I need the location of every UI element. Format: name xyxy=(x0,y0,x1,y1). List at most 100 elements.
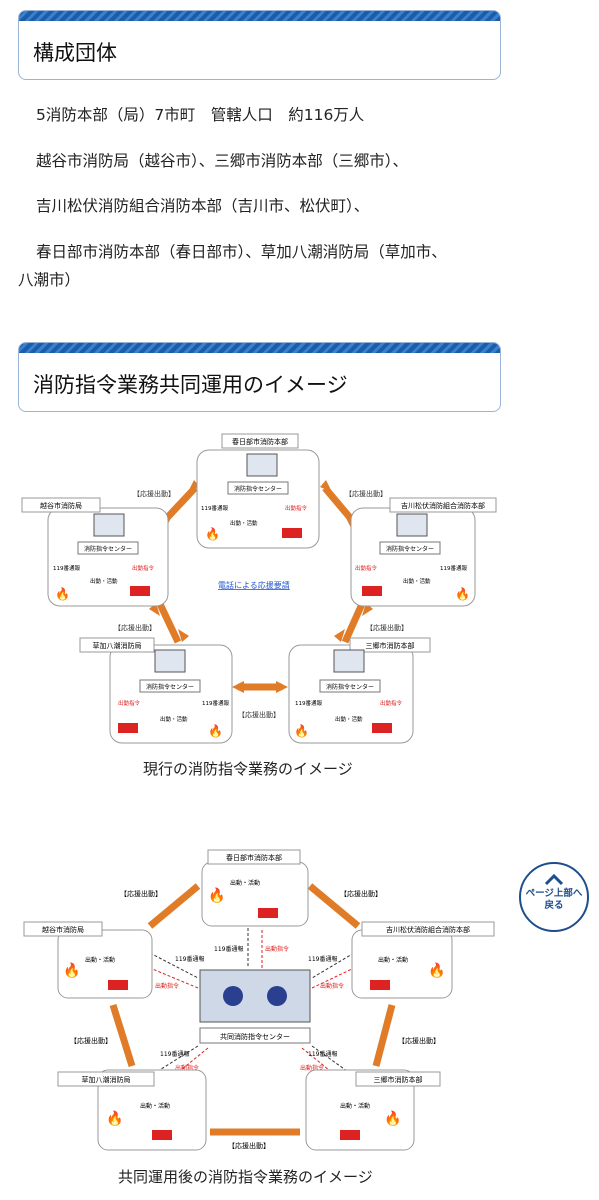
support-connectors xyxy=(156,485,366,691)
dispatch-label: 出動指令 xyxy=(155,982,179,990)
fire-truck-icon xyxy=(152,1130,172,1140)
dispatch-label: 出動指令 xyxy=(285,504,308,512)
fire-truck-icon xyxy=(340,1130,360,1140)
node-yoshikawa: 吉川松伏消防組合消防本部 消防指令センター 出動指令 119番通報 出動・活動 … xyxy=(350,497,497,607)
call-label: 119番通報 xyxy=(440,564,467,572)
fire-icon: 🔥 xyxy=(106,1110,123,1127)
connector-kasukabe-koshigaya xyxy=(147,883,201,929)
dispatch-label: 出動指令 xyxy=(355,564,378,572)
fire-truck-icon xyxy=(282,528,302,538)
center-label: 消防指令センター xyxy=(386,545,434,553)
fire-icon: 🔥 xyxy=(55,587,70,601)
diagram-current-operation: 【応援出動】 【応援出動】 【応援出動】 【応援出動】 【応援出動】 電話による… xyxy=(21,433,497,744)
fire-icon: 🔥 xyxy=(208,887,225,904)
members-line-3b: 八潮市） xyxy=(18,271,81,289)
section-title: 消防指令業務共同運用のイメージ xyxy=(33,373,348,397)
center-label: 消防指令センター xyxy=(326,683,374,691)
activity-label: 出動・活動 xyxy=(230,519,258,527)
call-label: 119番通報 xyxy=(53,564,80,572)
page-top-label-2: 戻る xyxy=(544,900,564,911)
node-koshigaya: 越谷市消防局 消防指令センター 119番通報 出動指令 出動・活動 🔥 xyxy=(21,497,169,607)
node-title: 越谷市消防局 xyxy=(40,501,82,510)
fire-icon: 🔥 xyxy=(205,527,220,541)
center-label: 消防指令センター xyxy=(234,485,282,493)
diagram-joint-caption: 共同運用後の消防指令業務のイメージ xyxy=(118,1168,373,1186)
connector-kasukabe-yoshikawa xyxy=(322,485,355,523)
support-label: 【応援出動】 xyxy=(345,489,387,498)
header-stripe xyxy=(19,11,500,21)
node-title: 春日部市消防本部 xyxy=(226,853,282,862)
diagram-current-caption: 現行の消防指令業務のイメージ xyxy=(143,760,353,778)
dispatch-label: 出動指令 xyxy=(175,1064,199,1072)
section-header-members: 構成団体 xyxy=(18,10,501,80)
node-kasukabe: 春日部市消防本部 消防指令センター 119番通報 出動指令 出動・活動 🔥 xyxy=(196,433,320,549)
diagram-joint-operation: 【応援出動】 【応援出動】 【応援出動】 【応援出動】 【応援出動】 119 共… xyxy=(23,849,495,1151)
activity-label: 出動・活動 xyxy=(335,715,363,723)
support-label: 【応援出動】 xyxy=(238,710,280,719)
call-label: 119番通報 xyxy=(160,1050,189,1058)
dispatch-label: 出動指令 xyxy=(118,699,141,707)
call-label: 119番通報 xyxy=(175,955,204,963)
connector-kasukabe-yoshikawa xyxy=(307,883,361,929)
page-top-label-1: ページ上部へ xyxy=(525,888,583,899)
members-line-2: 吉川松伏消防組合消防本部（吉川市、松伏町）、 xyxy=(36,197,370,215)
support-label: 【応援出動】 xyxy=(70,1036,112,1045)
node-yoshikawa: 吉川松伏消防組合消防本部 出動・活動 🔥 xyxy=(351,921,495,999)
connector-yoshikawa-misato xyxy=(372,1004,396,1067)
control-room-icon xyxy=(154,649,186,673)
call-label: 119番通報 xyxy=(295,699,322,707)
support-label: 【応援出動】 xyxy=(114,623,156,632)
connector-kasukabe-koshigaya xyxy=(162,485,198,523)
page-top-button[interactable]: ページ上部へ 戻る xyxy=(519,862,589,932)
node-title: 春日部市消防本部 xyxy=(232,437,288,446)
support-label: 【応援出動】 xyxy=(366,623,408,632)
activity-label: 出動・活動 xyxy=(90,577,118,585)
activity-label: 出動・活動 xyxy=(160,715,188,723)
node-title: 草加八潮消防局 xyxy=(82,1075,131,1084)
chevron-up-icon xyxy=(544,874,564,886)
support-label: 【応援出動】 xyxy=(228,1141,270,1150)
operator-icon xyxy=(223,986,243,1006)
center-label: 消防指令センター xyxy=(84,545,132,553)
node-misato: 三郷市消防本部 出動・活動 🔥 xyxy=(305,1069,441,1151)
node-title: 越谷市消防局 xyxy=(42,925,84,934)
node-soka: 草加八潮消防局 出動・活動 🔥 xyxy=(57,1069,207,1151)
node-misato: 三郷市消防本部 消防指令センター 119番通報 出動指令 出動・活動 🔥 xyxy=(288,637,431,744)
fire-icon: 🔥 xyxy=(63,962,80,979)
call-label: 119番通報 xyxy=(201,504,228,512)
section-title: 構成団体 xyxy=(33,41,117,65)
support-label: 【応援出動】 xyxy=(340,889,382,898)
fire-truck-icon xyxy=(130,586,150,596)
node-title: 吉川松伏消防組合消防本部 xyxy=(386,925,470,934)
connector-koshigaya-soka xyxy=(156,602,182,644)
node-soka: 草加八潮消防局 消防指令センター 出動指令 119番通報 出動・活動 🔥 xyxy=(79,637,233,744)
connector-koshigaya-soka xyxy=(109,1003,136,1068)
dispatch-label: 出動指令 xyxy=(132,564,155,572)
node-title: 吉川松伏消防組合消防本部 xyxy=(401,501,485,510)
fire-icon: 🔥 xyxy=(428,962,445,979)
fire-icon: 🔥 xyxy=(384,1110,401,1127)
support-label: 【応援出動】 xyxy=(120,889,162,898)
activity-label: 出動・活動 xyxy=(85,956,115,964)
fire-truck-icon xyxy=(370,980,390,990)
support-label: 【応援出動】 xyxy=(133,489,175,498)
control-room-icon xyxy=(333,649,365,673)
members-line-1: 越谷市消防局（越谷市）、三郷市消防本部（三郷市）、 xyxy=(36,152,409,170)
center-label: 共同消防指令センター xyxy=(220,1032,290,1041)
fire-truck-icon xyxy=(362,586,382,596)
activity-label: 出動・活動 xyxy=(378,956,408,964)
activity-label: 出動・活動 xyxy=(403,577,431,585)
fire-truck-icon xyxy=(258,908,278,918)
fire-icon: 🔥 xyxy=(455,587,470,601)
node-title: 三郷市消防本部 xyxy=(366,641,415,650)
members-line-3a: 春日部市消防本部（春日部市）、草加八潮消防局（草加市、 xyxy=(36,243,447,261)
call-label: 119番通報 xyxy=(308,955,337,963)
node-kasukabe: 春日部市消防本部 出動・活動 🔥 xyxy=(201,849,309,927)
control-room-icon xyxy=(246,453,278,477)
node-title: 三郷市消防本部 xyxy=(374,1075,423,1084)
center-label: 消防指令センター xyxy=(146,683,194,691)
call-label: 119番通報 xyxy=(214,945,243,953)
members-summary: 5消防本部（局）7市町 管轄人口 約116万人 xyxy=(36,106,365,124)
call-label: 119番通報 xyxy=(202,699,229,707)
call-label: 119番通報 xyxy=(308,1050,337,1058)
